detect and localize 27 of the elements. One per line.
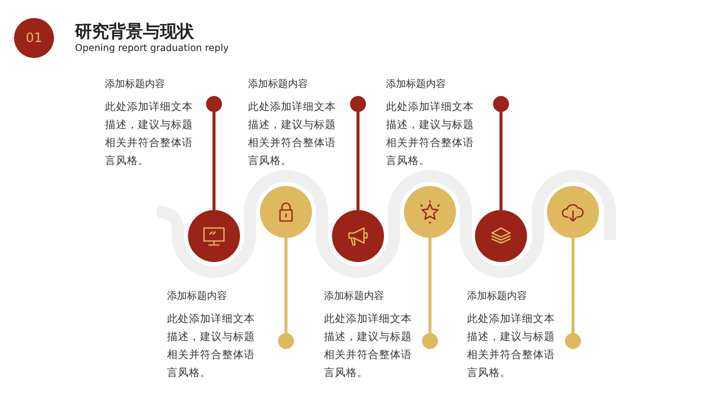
icon-circle bbox=[260, 186, 312, 238]
stem-line bbox=[206, 96, 222, 210]
item-heading: 添加标题内容 bbox=[167, 290, 228, 304]
item-heading: 添加标题内容 bbox=[248, 78, 309, 92]
icon-circle bbox=[547, 186, 599, 238]
page-title: 研究背景与现状 bbox=[75, 21, 194, 43]
stem-line bbox=[565, 238, 581, 349]
icon-circle bbox=[404, 186, 456, 238]
item-description: 此处添加详细文本描述，建议与标题相关并符合整体语言风格。 bbox=[324, 312, 412, 381]
number-badge: 01 bbox=[14, 18, 54, 58]
item-heading: 添加标题内容 bbox=[324, 290, 385, 304]
item-heading: 添加标题内容 bbox=[467, 290, 528, 304]
page-subtitle: Opening report graduation reply bbox=[75, 43, 229, 54]
icon-circle bbox=[332, 210, 384, 262]
stem-line bbox=[493, 96, 509, 210]
stem-line bbox=[422, 238, 438, 349]
stem-line bbox=[350, 96, 366, 210]
item-description: 此处添加详细文本描述，建议与标题相关并符合整体语言风格。 bbox=[386, 100, 474, 169]
icon-circle bbox=[475, 210, 527, 262]
stem-line bbox=[278, 238, 294, 349]
icon-circle bbox=[188, 210, 240, 262]
item-description: 此处添加详细文本描述，建议与标题相关并符合整体语言风格。 bbox=[467, 312, 555, 381]
item-description: 此处添加详细文本描述，建议与标题相关并符合整体语言风格。 bbox=[105, 100, 193, 169]
item-description: 此处添加详细文本描述，建议与标题相关并符合整体语言风格。 bbox=[248, 100, 336, 169]
item-heading: 添加标题内容 bbox=[105, 78, 166, 92]
item-heading: 添加标题内容 bbox=[386, 78, 447, 92]
item-description: 此处添加详细文本描述，建议与标题相关并符合整体语言风格。 bbox=[167, 312, 255, 381]
